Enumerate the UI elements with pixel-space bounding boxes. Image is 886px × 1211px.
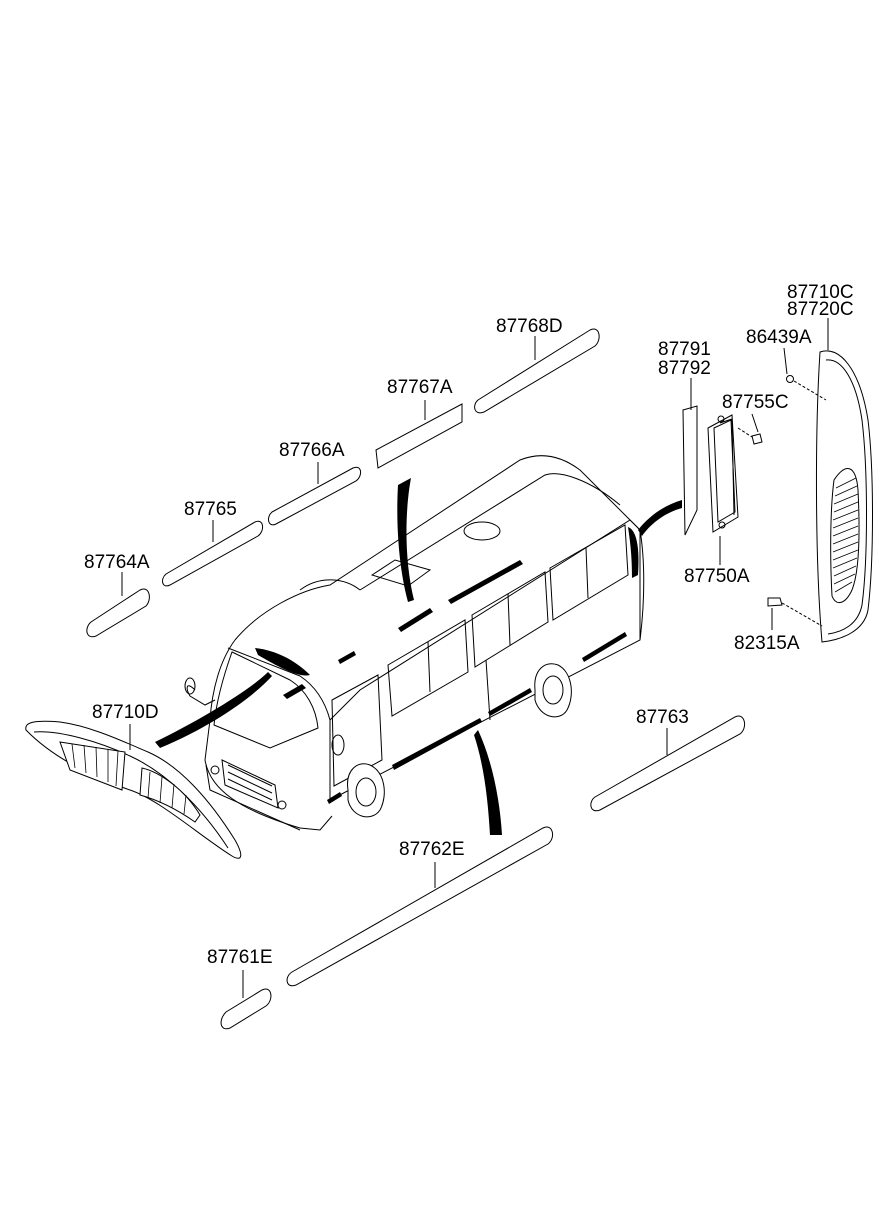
- label-87764A: 87764A: [84, 552, 150, 573]
- label-87768D: 87768D: [496, 316, 563, 337]
- label-87765: 87765: [184, 499, 237, 520]
- front-garnish-87710D: [25, 720, 242, 859]
- strip-87766A: [268, 466, 361, 526]
- rear-garnish-87710C: [767, 350, 873, 643]
- strip-87768D: [474, 328, 600, 414]
- label-87720C: 87720C: [787, 299, 854, 320]
- label-87761E: 87761E: [207, 947, 273, 968]
- side-lamp-87750A: [682, 405, 763, 536]
- label-87763: 87763: [636, 707, 689, 728]
- bus-illustration: [184, 455, 645, 831]
- label-87750A: 87750A: [684, 566, 750, 587]
- strip-87765: [162, 520, 263, 587]
- label-86439A: 86439A: [746, 327, 812, 348]
- label-87710C: 87710C: [787, 282, 854, 303]
- bus-decal-stripes: [155, 478, 682, 835]
- label-87791: 87791: [658, 339, 711, 360]
- decal-strip-parts: [86, 328, 746, 1030]
- label-87755C: 87755C: [722, 392, 789, 413]
- leader-lines: [121, 318, 829, 998]
- label-87767A: 87767A: [387, 377, 453, 398]
- label-87792: 87792: [658, 358, 711, 379]
- label-87762E: 87762E: [399, 839, 465, 860]
- label-87766A: 87766A: [279, 440, 345, 461]
- strip-87764A: [86, 588, 150, 638]
- strip-87762E: [286, 826, 554, 987]
- strip-87763: [590, 715, 746, 812]
- label-82315A: 82315A: [734, 633, 800, 654]
- strip-87761E: [220, 988, 272, 1030]
- strip-87767A: [375, 403, 463, 469]
- label-87710D: 87710D: [92, 702, 159, 723]
